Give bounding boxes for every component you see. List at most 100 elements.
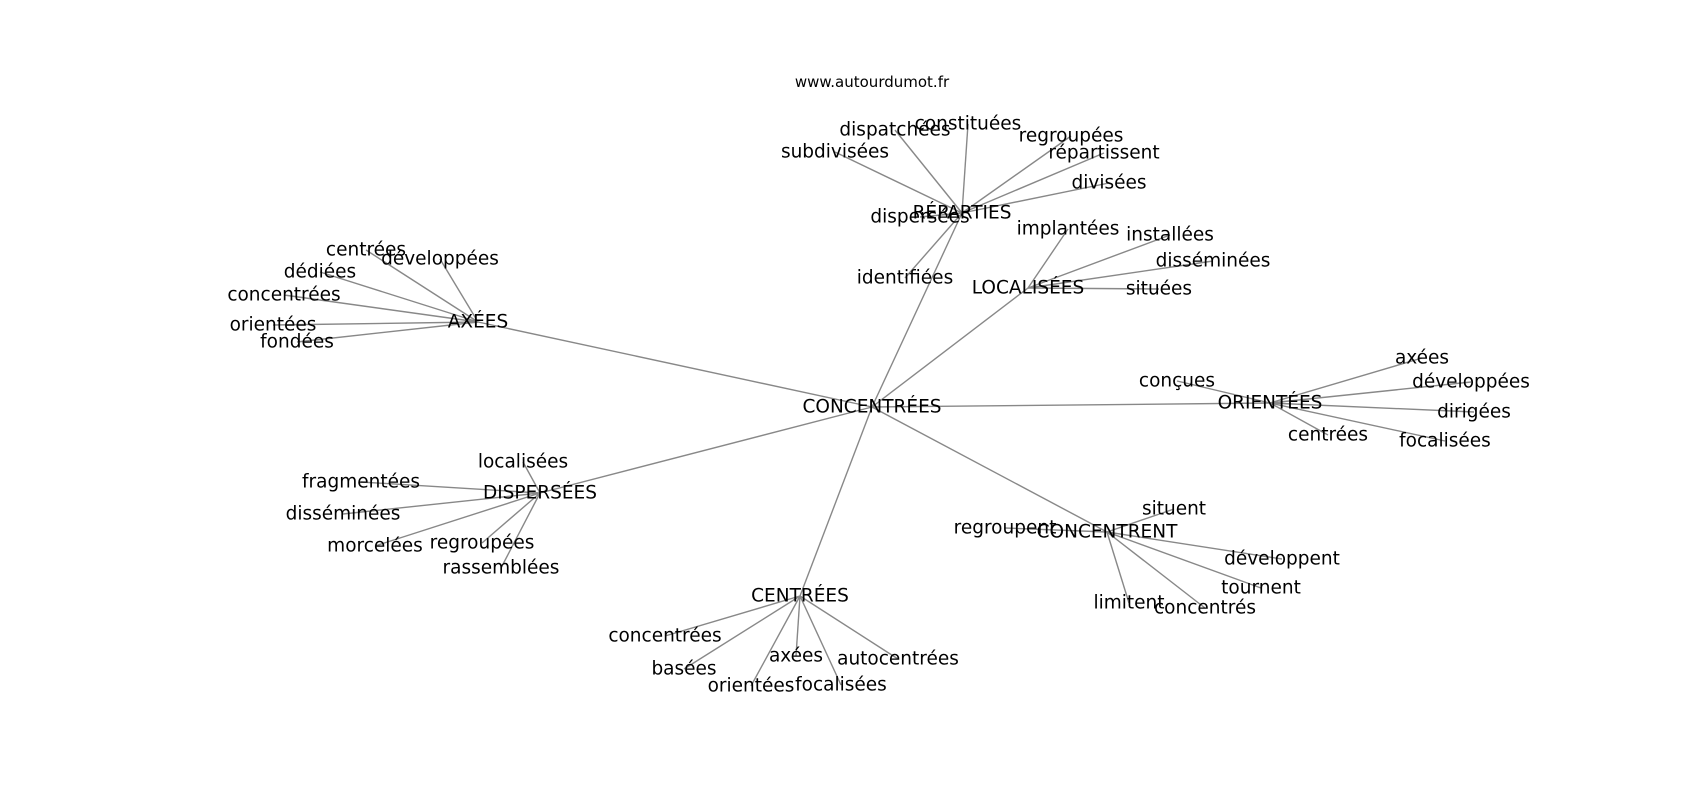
word-node: localisées xyxy=(478,452,568,473)
edge-group-to-word xyxy=(961,135,1072,214)
edge-group-to-word xyxy=(894,129,963,214)
group-node: RÉPARTIES xyxy=(913,202,1012,224)
edge-group-to-word xyxy=(500,492,541,569)
group-node: CENTRÉES xyxy=(751,585,849,607)
word-node: développées xyxy=(381,249,499,270)
edge-group-to-word xyxy=(439,258,479,323)
word-node: situent xyxy=(1142,499,1206,520)
edge-group-to-word xyxy=(795,595,801,657)
edge-group-to-word xyxy=(1027,228,1069,289)
edge-center-to-group xyxy=(539,406,873,494)
edge-group-to-word xyxy=(961,182,1110,214)
edge-group-to-word xyxy=(1106,531,1206,609)
word-node: focalisées xyxy=(795,675,887,696)
word-node: axées xyxy=(1395,348,1449,369)
edge-group-to-word xyxy=(365,249,479,323)
edge-group-to-word xyxy=(272,321,479,326)
word-node: regroupées xyxy=(430,533,535,554)
edge-group-to-word xyxy=(1027,260,1214,289)
word-node: focalisées xyxy=(1399,431,1491,452)
word-node: autocentrées xyxy=(837,649,959,670)
edge-group-to-word xyxy=(834,151,963,214)
edge-group-to-word xyxy=(360,481,541,494)
edge-center-to-group xyxy=(871,406,1108,533)
word-node: concentrées xyxy=(608,626,721,647)
graph-labels: CONCENTRÉES RÉPARTIES dispatchéesconstitué… xyxy=(227,114,1530,697)
word-node: basées xyxy=(651,659,716,680)
edge-group-to-word xyxy=(683,595,801,670)
edge-center-to-group xyxy=(871,287,1029,408)
edge-group-to-word xyxy=(799,595,842,686)
word-node: centrées xyxy=(326,240,406,261)
edge-group-to-word xyxy=(1106,531,1262,589)
edge-group-to-word xyxy=(1106,531,1130,604)
word-node: axées xyxy=(769,646,823,667)
edge-group-to-word xyxy=(961,152,1105,214)
edge-center-to-group xyxy=(799,406,873,597)
group-node: CONCENTRENT xyxy=(1037,522,1178,543)
word-node: regroupées xyxy=(1019,126,1124,147)
word-node: concentrées xyxy=(227,285,340,306)
edge-group-to-word xyxy=(1106,508,1175,533)
word-node: installées xyxy=(1126,225,1214,246)
word-node: disséminées xyxy=(1156,251,1271,272)
edge-center-to-group xyxy=(871,402,1271,408)
edge-group-to-word xyxy=(919,212,963,218)
center-node: CONCENTRÉES xyxy=(802,396,941,418)
group-node: ORIENTÉES xyxy=(1218,392,1323,414)
word-node: fondées xyxy=(260,332,334,353)
edge-group-to-word xyxy=(1176,380,1271,404)
word-node: disséminées xyxy=(286,504,401,525)
graph-edges xyxy=(272,123,1475,687)
group-node: DISPERSÉES xyxy=(483,482,597,504)
edge-group-to-word xyxy=(1269,402,1329,436)
edge-center-to-group xyxy=(477,321,873,408)
word-node: situées xyxy=(1126,279,1192,300)
edge-group-to-word xyxy=(481,492,541,544)
word-node: dirigées xyxy=(1437,402,1511,423)
edge-group-to-word xyxy=(1269,402,1446,442)
word-node: regroupent xyxy=(954,518,1057,539)
word-node: identifiées xyxy=(857,268,953,289)
word-node: limitent xyxy=(1093,593,1164,614)
edge-center-to-group xyxy=(871,212,963,408)
edge-group-to-word xyxy=(296,321,479,343)
edge-group-to-word xyxy=(374,492,541,547)
edge-group-to-word xyxy=(522,461,541,494)
word-node: rassemblées xyxy=(443,558,560,579)
word-node: centrées xyxy=(1288,425,1368,446)
edge-group-to-word xyxy=(1027,287,1160,290)
edge-group-to-word xyxy=(961,123,969,214)
word-node: subdivisées xyxy=(781,142,889,163)
word-node: dispatchées xyxy=(839,120,950,141)
word-node: concentrés xyxy=(1154,598,1256,619)
word-node: répartissent xyxy=(1048,143,1159,164)
word-node: implantées xyxy=(1017,219,1120,240)
edge-group-to-word xyxy=(664,595,801,637)
edge-group-to-word xyxy=(1027,234,1171,289)
edge-group-to-word xyxy=(750,595,801,687)
word-node: morcelées xyxy=(327,536,423,557)
edge-group-to-word xyxy=(904,212,963,279)
word-node: orientées xyxy=(230,315,317,336)
word-node: conçues xyxy=(1139,371,1215,392)
word-node: dédiées xyxy=(284,262,356,283)
group-node: LOCALISÉES xyxy=(972,277,1084,299)
edge-group-to-word xyxy=(799,595,899,660)
word-node: fragmentées xyxy=(302,472,420,493)
word-node: tournent xyxy=(1221,578,1301,599)
group-node: AXÉES xyxy=(448,311,508,333)
edge-group-to-word xyxy=(1269,402,1475,413)
edge-group-to-word xyxy=(1004,527,1108,533)
edge-group-to-word xyxy=(319,271,479,323)
edge-group-to-word xyxy=(283,294,479,323)
word-node: développées xyxy=(1412,372,1530,393)
site-url: www.autourdumot.fr xyxy=(795,73,950,91)
word-node: développent xyxy=(1224,549,1340,570)
edge-group-to-word xyxy=(1269,381,1472,404)
edge-group-to-word xyxy=(1269,357,1423,404)
word-node: constituées xyxy=(915,114,1022,135)
word-node: orientées xyxy=(708,676,795,697)
word-node: dispersées xyxy=(870,207,969,228)
